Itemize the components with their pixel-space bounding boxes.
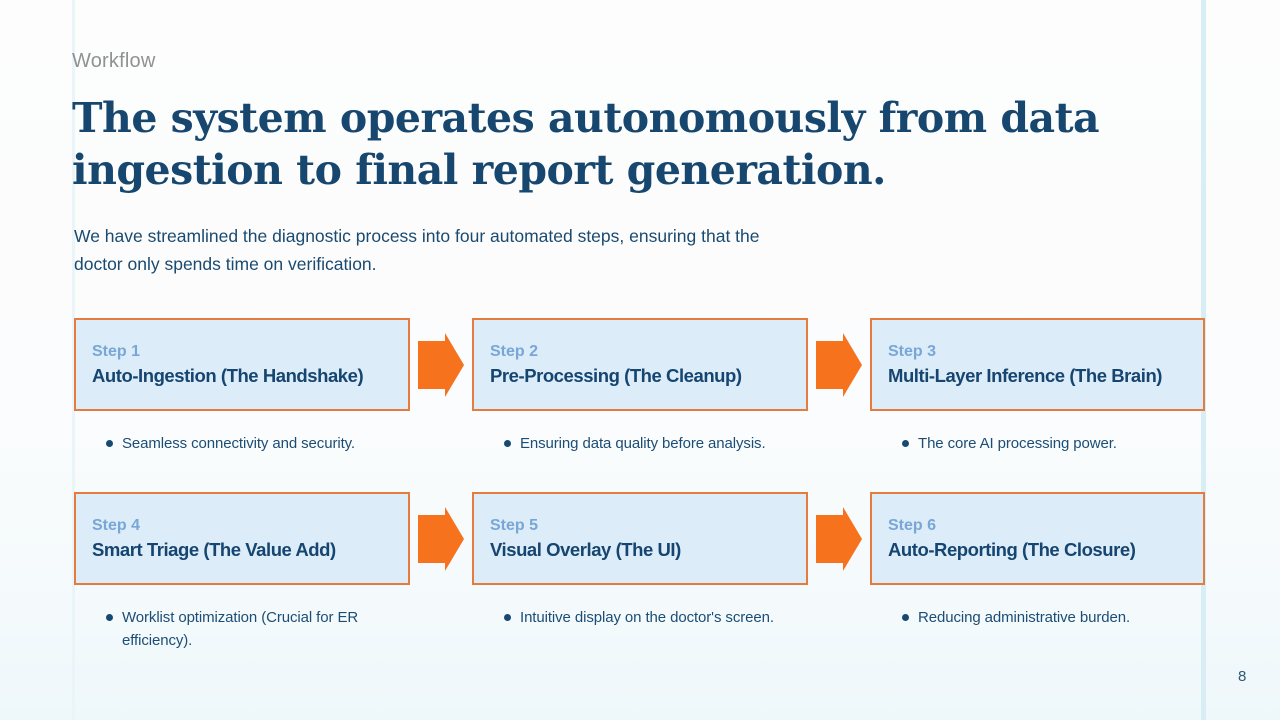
flow-arrow-cell [410, 492, 472, 585]
slide-subtitle: We have streamlined the diagnostic proce… [74, 223, 760, 278]
step-box-2: Step 2 Pre-Processing (The Cleanup) [472, 318, 808, 411]
slide-subtitle-line-2: doctor only spends time on verification. [74, 253, 377, 274]
bullet-dot [504, 440, 511, 447]
page-number: 8 [1238, 668, 1247, 685]
step-title: Smart Triage (The Value Add) [92, 538, 336, 560]
flow-arrow-cell [410, 318, 472, 411]
step-label: Step 4 [92, 516, 141, 534]
bullet-dot [902, 440, 909, 447]
bullet-text: Ensuring data quality before analysis. [520, 435, 766, 452]
step-bullet-1: Seamless connectivity and security. [74, 411, 410, 492]
workflow-diagram: Step 1 Auto-Ingestion (The Handshake) St… [74, 318, 1205, 652]
step-bullet-6: Reducing administrative burden. [870, 585, 1205, 652]
flow-arrow-icon [816, 332, 862, 397]
bullet-text: The core AI processing power. [918, 435, 1117, 452]
step-bullet-3: The core AI processing power. [870, 411, 1205, 492]
flow-arrow-cell [808, 492, 870, 585]
bullet-text: Intuitive display on the doctor's screen… [520, 609, 774, 626]
bullet-dot [106, 614, 113, 621]
step-label: Step 1 [92, 342, 141, 360]
bullet-dot [106, 440, 113, 447]
step-bullet-5: Intuitive display on the doctor's screen… [472, 585, 808, 652]
step-box-3: Step 3 Multi-Layer Inference (The Brain) [870, 318, 1205, 411]
slide-subtitle-line-1: We have streamlined the diagnostic proce… [74, 226, 760, 246]
step-bullet-4: Worklist optimization (Crucial for ER ef… [74, 585, 410, 652]
step-box-1: Step 1 Auto-Ingestion (The Handshake) [74, 318, 410, 411]
step-title: Pre-Processing (The Cleanup) [490, 364, 742, 386]
step-box-5: Step 5 Visual Overlay (The UI) [472, 492, 808, 585]
bullet-text: Worklist optimization (Crucial for ER ef… [122, 609, 359, 649]
slide-eyebrow: Workflow [72, 50, 156, 72]
step-label: Step 2 [490, 342, 539, 360]
step-title: Multi-Layer Inference (The Brain) [888, 364, 1163, 386]
step-label: Step 5 [490, 516, 539, 534]
slide-title-line-1: The system operates autonomously from da… [72, 94, 1100, 142]
bullet-text: Reducing administrative burden. [918, 609, 1131, 626]
step-label: Step 3 [888, 342, 937, 360]
flow-arrow-icon [816, 506, 862, 571]
flow-arrow-cell [808, 318, 870, 411]
step-label: Step 6 [888, 516, 937, 534]
flow-arrow-icon [418, 506, 464, 571]
bullet-dot [504, 614, 511, 621]
bullet-dot [902, 614, 909, 621]
step-title: Visual Overlay (The UI) [490, 538, 681, 560]
step-box-4: Step 4 Smart Triage (The Value Add) [74, 492, 410, 585]
step-bullet-2: Ensuring data quality before analysis. [472, 411, 808, 492]
slide-title-line-2: ingestion to final report generation. [72, 146, 886, 194]
bullet-text: Seamless connectivity and security. [122, 435, 355, 452]
flow-arrow-icon [418, 332, 464, 397]
slide-title: The system operates autonomously from da… [72, 92, 1192, 196]
step-box-6: Step 6 Auto-Reporting (The Closure) [870, 492, 1205, 585]
step-title: Auto-Reporting (The Closure) [888, 538, 1136, 560]
left-margin-guide-line [72, 0, 75, 720]
step-title: Auto-Ingestion (The Handshake) [92, 364, 364, 386]
